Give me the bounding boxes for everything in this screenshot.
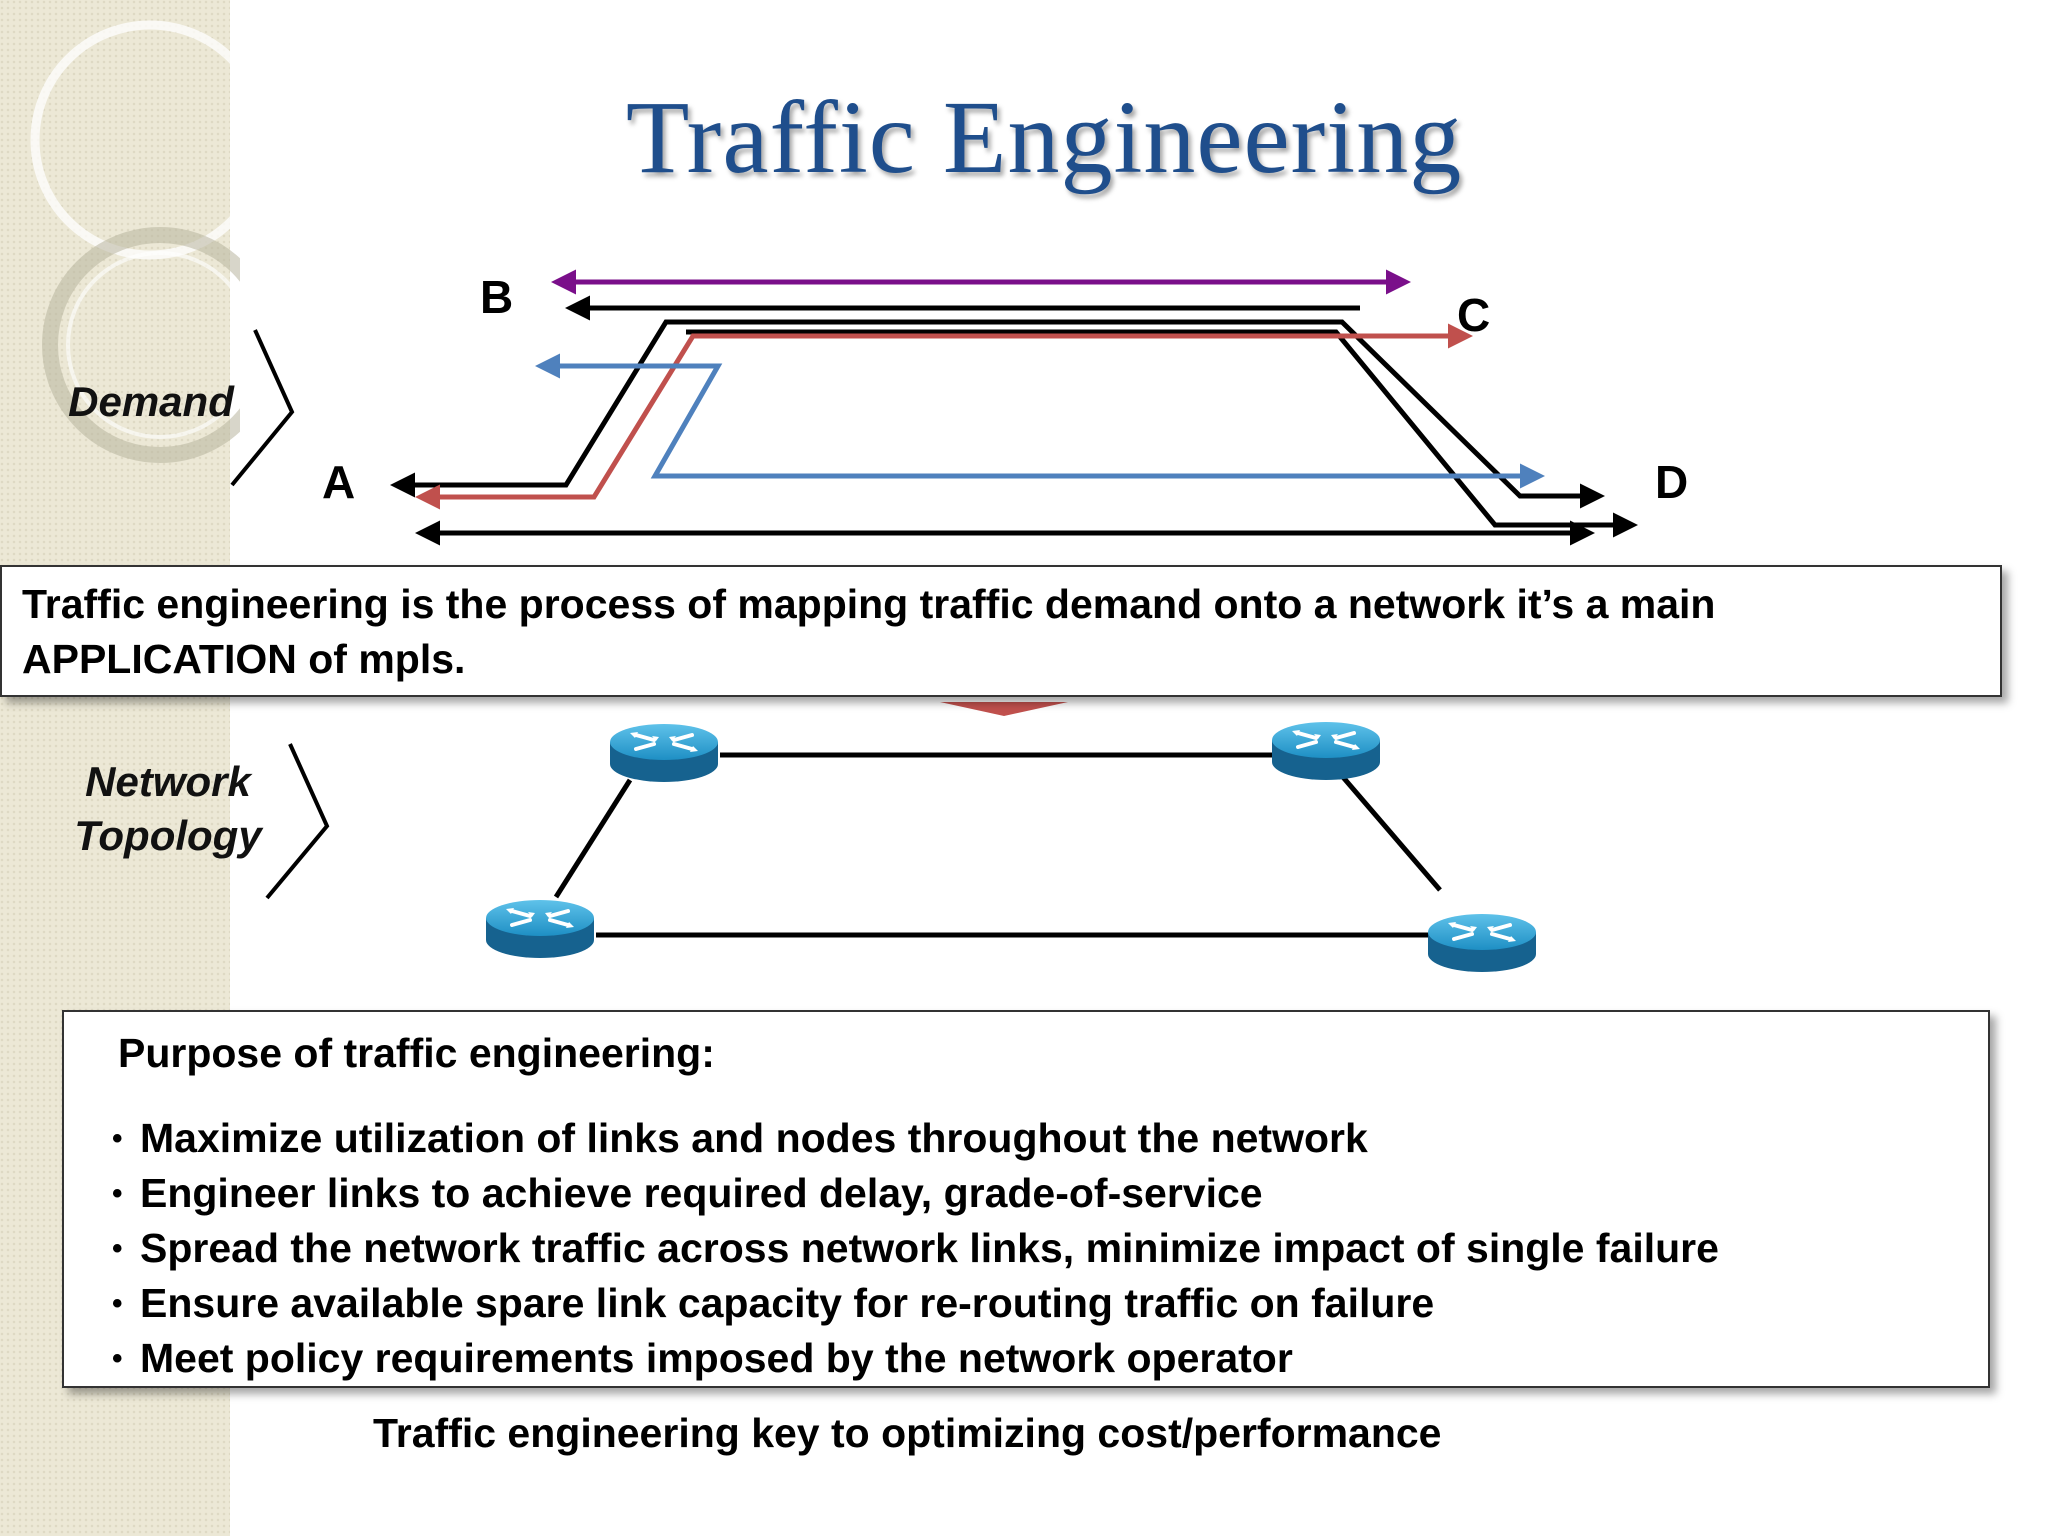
demand-label: Demand [68,378,234,425]
purpose-title: Purpose of traffic engineering: [118,1030,715,1076]
router-icon [484,898,596,960]
topology-label-line2: Topology [74,812,262,859]
page-title: Traffic Engineering [625,80,1463,195]
node-label-a: A [322,456,356,508]
bullet-icon: • [112,1287,123,1320]
demand-black-path-a [390,319,1605,509]
node-label-b: B [480,271,514,323]
list-item: • Spread the network traffic across netwo… [112,1221,1934,1276]
network-topology-label: Network Topology [58,755,278,863]
list-item-text: Ensure available spare link capacity for… [140,1280,1435,1326]
purpose-list: • Maximize utilization of links and nodes… [112,1111,1934,1386]
definition-line1: Traffic engineering is the process of ma… [22,581,1716,627]
topology-links [553,752,1442,938]
topology-bracket [265,743,330,900]
list-item: • Meet policy requirements imposed by the… [112,1331,1934,1386]
list-item: • Ensure available spare link capacity fo… [112,1276,1934,1331]
purpose-box: Purpose of traffic engineering: • Maximiz… [62,1010,1990,1388]
traffic-diagram [230,269,1638,974]
router-icon [608,722,720,784]
mapping-arrow-tip [940,702,1068,716]
footer-text: Traffic engineering key to optimizing co… [373,1410,1442,1456]
decorative-rings [30,20,240,463]
demand-blue-path [535,353,1545,489]
definition-line2: APPLICATION of mpls. [22,636,466,682]
bullet-icon: • [112,1177,123,1210]
demand-bracket [230,329,295,487]
list-item-text: Spread the network traffic across networ… [140,1225,1719,1271]
demand-black-path-d [686,329,1638,538]
bullet-icon: • [112,1342,123,1375]
demand-red-path [415,323,1473,510]
router-icon [1270,720,1382,782]
bullet-icon: • [112,1232,123,1265]
bullet-icon: • [112,1122,123,1155]
list-item-text: Meet policy requirements imposed by the … [140,1335,1293,1381]
list-item-text: Engineer links to achieve required delay… [140,1170,1263,1216]
list-item: • Maximize utilization of links and nodes… [112,1111,1934,1166]
topology-label-line1: Network [85,758,251,805]
router-icon [1426,912,1538,974]
definition-box: Traffic engineering is the process of ma… [0,565,2002,697]
node-label-c: C [1457,289,1491,341]
left-decorative-strip [0,0,230,1536]
list-item: • Engineer links to achieve required dela… [112,1166,1934,1221]
node-label-d: D [1655,456,1689,508]
list-item-text: Maximize utilization of links and nodes … [140,1115,1368,1161]
